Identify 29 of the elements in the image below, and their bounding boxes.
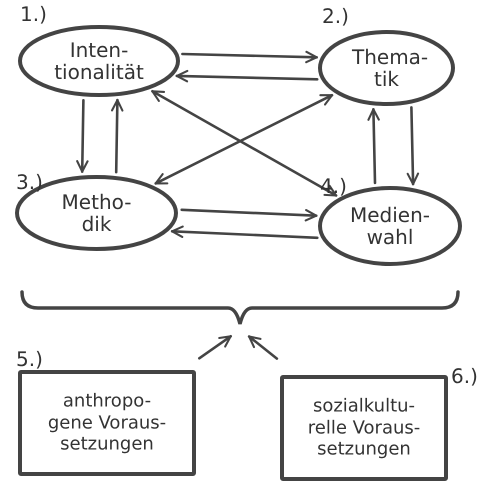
- arrow: [151, 90, 338, 197]
- step-number: 6.): [451, 364, 478, 388]
- step-number: 3.): [16, 170, 43, 194]
- ellipse-node: [15, 175, 178, 251]
- node-label: Thema- tik: [351, 46, 430, 90]
- step-number: 5.): [16, 347, 43, 371]
- node-label: anthropo- gene Voraus- setzungen: [46, 390, 168, 456]
- arrow: [170, 226, 319, 240]
- step-number: 2.): [322, 4, 349, 28]
- arrow: [248, 335, 278, 360]
- arrow: [198, 335, 232, 360]
- node-label: Inten- tionalität: [53, 39, 145, 83]
- text-box: [280, 375, 448, 481]
- arrow: [76, 99, 89, 173]
- node-label: Medien- wahl: [348, 204, 431, 248]
- arrow: [176, 70, 318, 82]
- node-label: Metho- dik: [60, 191, 132, 235]
- ellipse-node: [318, 30, 455, 106]
- step-number: 4.): [320, 174, 347, 198]
- arrow: [367, 108, 380, 184]
- arrow: [406, 106, 420, 186]
- node-label: sozialkultu- relle Voraus- setzungen: [306, 396, 422, 460]
- arrow: [154, 94, 334, 185]
- ellipse-node: [18, 25, 180, 97]
- arrow: [180, 208, 318, 222]
- text-box: [18, 370, 196, 476]
- step-number: 1.): [20, 2, 47, 26]
- arrow: [181, 50, 318, 64]
- arrow: [110, 98, 124, 174]
